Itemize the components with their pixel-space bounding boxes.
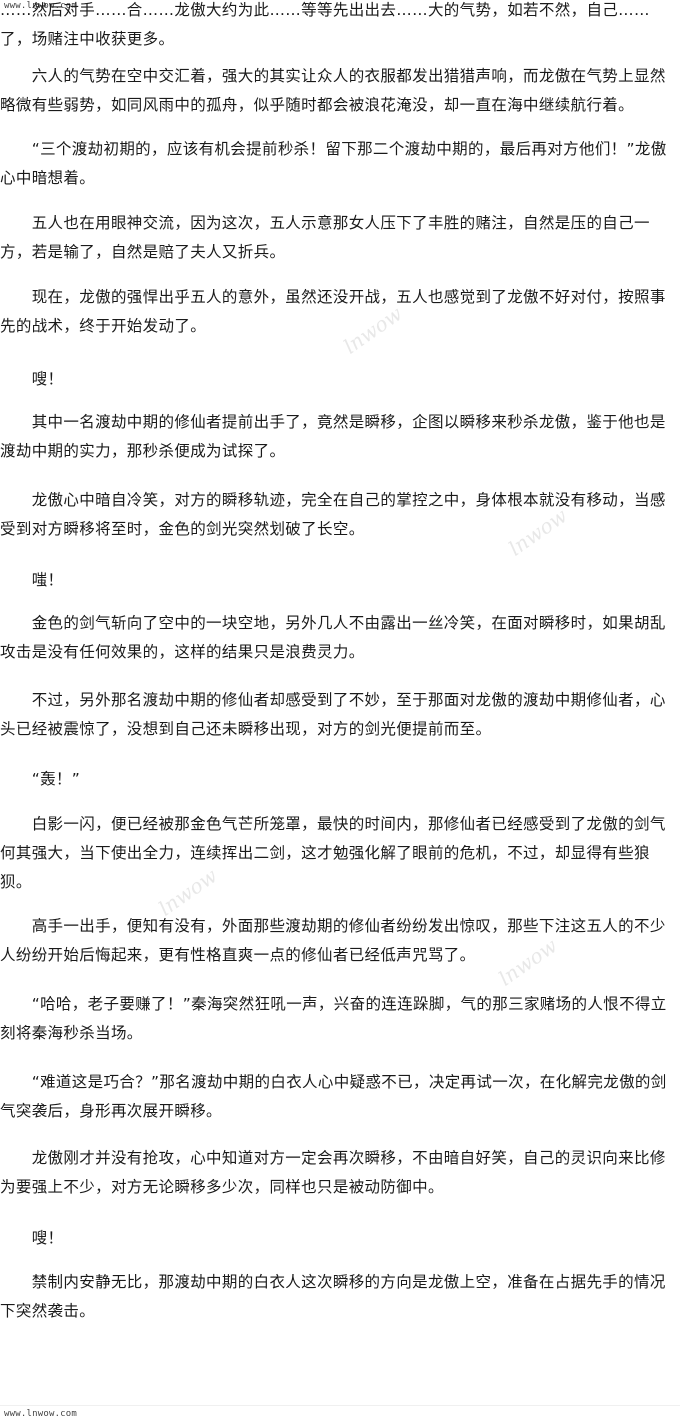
source-url-top: www.lnwow.com <box>4 1 78 11</box>
paragraph-9: 金色的剑气斩向了空中的一块空地，另外几人不由露出一丝冷笑，在面对瞬移时，如果胡乱… <box>0 614 666 661</box>
paragraph-11: “轰！” <box>0 770 81 788</box>
paragraph-17: 嗖！ <box>0 1229 64 1247</box>
paragraph-5: 嗖！ <box>0 370 64 388</box>
paragraph-10: 不过，另外那名渡劫中期的修仙者却感受到了不妙，至于那面对龙傲的渡劫中期修仙者，心… <box>0 691 666 738</box>
paragraph-2: “三个渡劫初期的，应该有机会提前秒杀！留下那二个渡劫中期的，最后再对方他们！”龙… <box>0 140 667 187</box>
paragraph-13: 高手一出手，便知有没有，外面那些渡劫期的修仙者纷纷发出惊叹，那些下注这五人的不少… <box>0 917 666 964</box>
paragraph-8: 嗤！ <box>0 571 64 589</box>
source-url-bottom: www.lnwow.com <box>4 1409 78 1419</box>
paragraph-18: 禁制内安静无比，那渡劫中期的白衣人这次瞬移的方向是龙傲上空，准备在占据先手的情况… <box>0 1273 666 1320</box>
paragraph-6: 其中一名渡劫中期的修仙者提前出手了，竟然是瞬移，企图以瞬移来秒杀龙傲，鉴于他也是… <box>0 413 666 460</box>
paragraph-12: 白影一闪，便已经被那金色气芒所笼罩，最快的时间内，那修仙者已经感受到了龙傲的剑气… <box>0 815 666 891</box>
paragraph-7: 龙傲心中暗自冷笑，对方的瞬移轨迹，完全在自己的掌控之中，身体根本就没有移动，当感… <box>0 491 666 538</box>
paragraph-16: 龙傲刚才并没有抢攻，心中知道对方一定会再次瞬移，不由暗自好笑，自己的灵识向来比修… <box>0 1149 666 1196</box>
paragraph-3: 五人也在用眼神交流，因为这次，五人示意那女人压下了丰胜的赌注，自然是压的自己一方… <box>0 214 650 261</box>
paragraph-4: 现在，龙傲的强悍出乎五人的意外，虽然还没开战，五人也感觉到了龙傲不好对付，按照事… <box>0 288 666 335</box>
paragraph-0: ……然后对手……合……龙傲大约为此……等等先出出去……大的气势，如若不然，自己…… <box>0 1 650 48</box>
paragraph-15: “难道这是巧合？”那名渡劫中期的白衣人心中疑惑不已，决定再试一次，在化解完龙傲的… <box>0 1073 667 1120</box>
divider <box>0 1405 680 1406</box>
paragraph-14: “哈哈，老子要赚了！”秦海突然狂吼一声，兴奋的连连跺脚，气的那三家赌场的人恨不得… <box>0 995 667 1042</box>
paragraph-1: 六人的气势在空中交汇着，强大的其实让众人的衣服都发出猎猎声响，而龙傲在气势上显然… <box>0 67 666 114</box>
